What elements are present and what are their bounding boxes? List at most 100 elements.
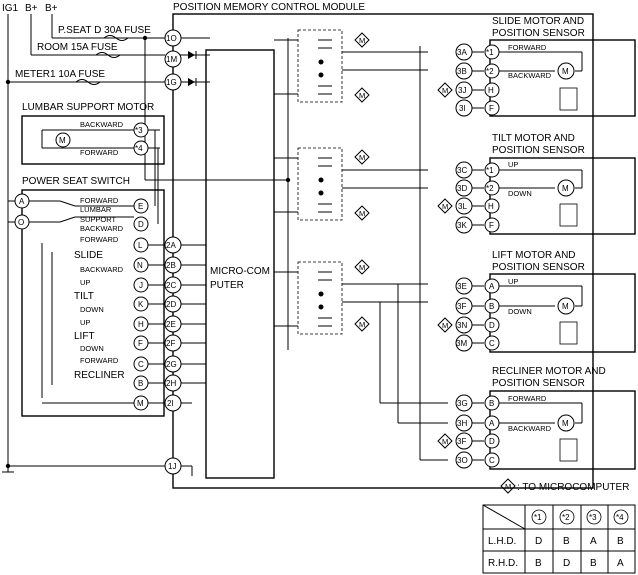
pin-1m: 1M [166, 55, 177, 64]
lumbar-forward-label: FORWARD [80, 148, 119, 157]
slide-pin-3: H [488, 86, 494, 95]
recliner-pin-4: C [489, 456, 495, 465]
recliner-forward: FORWARD [508, 394, 547, 403]
table-row-rhd-label: R.H.D. [488, 558, 518, 569]
recliner-pin-2: A [489, 419, 495, 428]
table-cell: B [535, 558, 542, 569]
module-right-pins: 3A 3B 3J 3I 3C 3D 3L 3K 3E 3F 3N 3M 3G 3… [455, 43, 473, 469]
tilt-motor-title-2: POSITION SENSOR [492, 145, 585, 156]
tilt-motor-symbol: M [562, 184, 569, 193]
switch-pin-f: F [138, 339, 143, 348]
lift-up: UP [508, 277, 518, 286]
lift-switch-label: LIFT [74, 331, 95, 342]
switch-pin-h: H [138, 320, 144, 329]
pin-1j: 1J [168, 462, 176, 471]
recliner-motor-title-1: RECLINER MOTOR AND [492, 366, 606, 377]
switch-rows: FORWARD SLIDE BACKWARD UP TILT DOWN UP L… [74, 235, 125, 381]
micro-icon-2: M [359, 91, 365, 100]
pin-3f: 3F [457, 302, 466, 311]
pin-1g: 1G [166, 78, 177, 87]
tilt-pin-1: *1 [486, 166, 494, 175]
pin-2e: 2E [166, 320, 176, 329]
pin-3l: 3L [458, 202, 467, 211]
slide-motor: SLIDE MOTOR AND POSITION SENSOR *1 *2 H … [472, 16, 636, 117]
table-cell: A [617, 558, 624, 569]
slide-motor-title-2: POSITION SENSOR [492, 28, 585, 39]
lumbar-switch-backward: BACKWARD [80, 224, 124, 233]
table-cell: B [563, 536, 570, 547]
pin-3b: 3B [457, 67, 467, 76]
switch-pin-c: C [138, 360, 144, 369]
lift-down: DOWN [508, 307, 532, 316]
seat-switch-title: POWER SEAT SWITCH [22, 176, 130, 187]
lumbar-pin-3: *3 [135, 126, 143, 135]
pin-2d: 2D [166, 300, 176, 309]
recliner-pin-3: D [489, 437, 495, 446]
lift-pin-1: A [489, 282, 495, 291]
slide-pin-2: *2 [486, 67, 494, 76]
fuse-pseat-label: P.SEAT D 30A FUSE [58, 25, 151, 36]
lift-pin-3: D [489, 321, 495, 330]
pin-3m: 3M [456, 339, 467, 348]
recliner-motor-symbol: M [562, 419, 569, 428]
tilt-switch-label: TILT [74, 291, 94, 302]
slide-pin-1: *1 [486, 48, 494, 57]
switch-pin-b: B [138, 379, 143, 388]
microcomputer-label-1: MICRO-COM [210, 266, 270, 277]
slide-motor-title-1: SLIDE MOTOR AND [492, 16, 584, 27]
table-cell: B [617, 536, 624, 547]
tilt-pin-3: H [488, 202, 494, 211]
table-cell: B [590, 558, 597, 569]
micro-icon-4: M [359, 209, 365, 218]
pin-2b: 2B [166, 261, 176, 270]
tilt-motor: TILT MOTOR AND POSITION SENSOR *1 *2 H F… [472, 133, 636, 235]
pin-2c: 2C [166, 281, 176, 290]
pin-2f: 2F [166, 339, 175, 348]
slide-motor-symbol: M [562, 67, 569, 76]
table-header-4: *4 [616, 513, 624, 522]
legend-text: : TO MICROCOMPUTER [517, 482, 629, 493]
switch-pin-n: N [137, 261, 143, 270]
recliner-backward: BACKWARD [508, 424, 552, 433]
slide-backward-label: BACKWARD [80, 265, 124, 274]
fuse-meter-label: METER1 10A FUSE [15, 69, 105, 80]
fuse-room-label: ROOM 15A FUSE [37, 42, 118, 53]
pin-3g: 3G [457, 399, 468, 408]
pin-3e: 3E [457, 282, 467, 291]
switch-pin-d: D [138, 220, 144, 229]
pin-3d: 3D [457, 184, 467, 193]
sensor-icon-lift: M [442, 321, 448, 330]
tilt-pin-2: *2 [486, 184, 494, 193]
sensor-icon-recliner: M [442, 437, 448, 446]
lumbar-pin-4: *4 [135, 144, 143, 153]
table-cell: D [535, 536, 542, 547]
tilt-up: UP [508, 160, 518, 169]
pin-2i: 2I [167, 399, 174, 408]
legend: M : TO MICROCOMPUTER [500, 478, 629, 494]
recliner-motor: RECLINER MOTOR AND POSITION SENSOR B A D… [472, 366, 636, 470]
pin-1o: 1O [166, 34, 177, 43]
power-seat-switch: POWER SEAT SWITCH A O FORWARD LUMBAR SUP… [8, 176, 165, 417]
switch-pin-m: M [137, 399, 144, 408]
lumbar-motor-title: LUMBAR SUPPORT MOTOR [22, 102, 154, 113]
tilt-pin-4: F [489, 221, 494, 230]
micro-icon-5: M [359, 263, 365, 272]
slide-backward: BACKWARD [508, 71, 552, 80]
micro-sense-icons: M M M M M M [354, 32, 370, 332]
lift-motor-title-1: LIFT MOTOR AND [492, 250, 576, 261]
lift-pin-4: C [489, 339, 495, 348]
switch-pin-l: L [138, 241, 143, 250]
slide-switch-label: SLIDE [74, 250, 103, 261]
lift-motor-symbol: M [562, 302, 569, 311]
switch-pin-k: K [138, 300, 144, 309]
lift-up-label: UP [80, 318, 90, 327]
relay-group [297, 29, 343, 335]
pin-3h: 3H [457, 419, 467, 428]
switch-pin-o: O [18, 218, 24, 227]
slide-forward-label: FORWARD [80, 235, 119, 244]
fuse-room [95, 52, 121, 58]
micro-icon-6: M [359, 320, 365, 329]
lumbar-motor-symbol: M [59, 136, 66, 145]
legend-symbol: M [505, 482, 511, 491]
microcomputer-label-2: PUTER [210, 280, 244, 291]
